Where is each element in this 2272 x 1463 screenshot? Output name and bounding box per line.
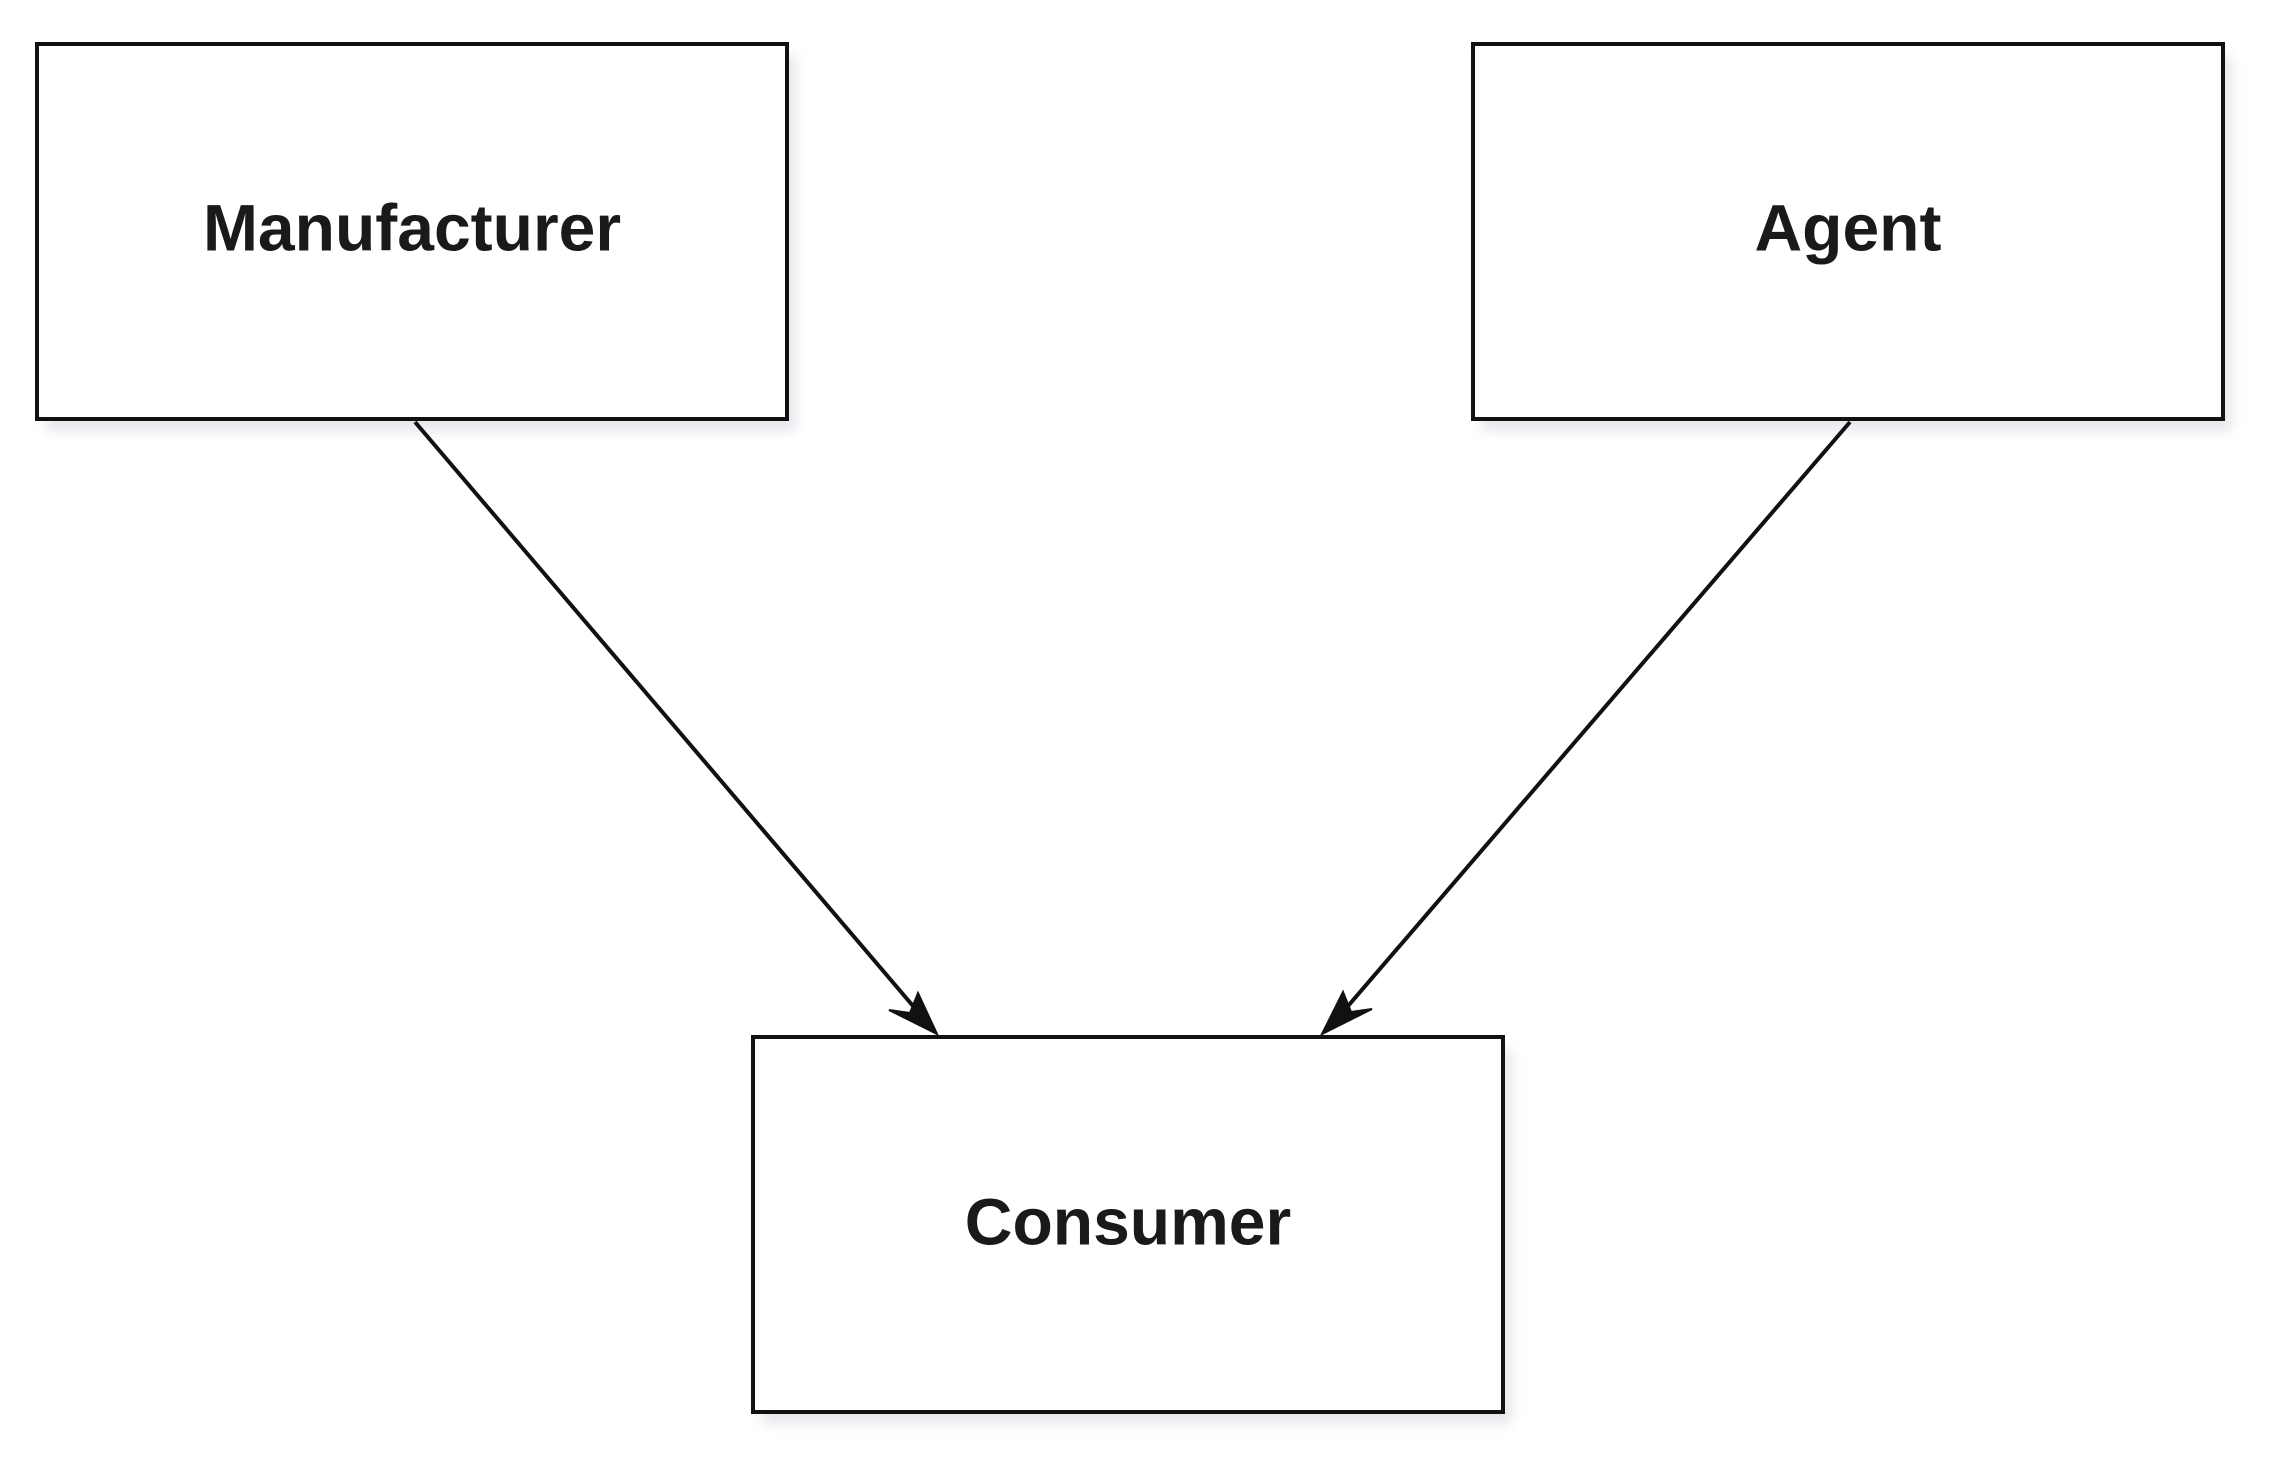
edge-line-manufacturer-consumer: [413, 420, 927, 1022]
edge-line-agent-consumer: [1334, 420, 1852, 1022]
node-label-consumer: Consumer: [965, 1184, 1291, 1258]
node-box-agent: [1471, 42, 2225, 421]
node-consumer[interactable]: Consumer: [751, 1035, 1505, 1414]
node-agent[interactable]: Agent: [1471, 42, 2225, 421]
edge-agent-consumer: [1319, 420, 1852, 1037]
node-manufacturer[interactable]: Manufacturer: [35, 42, 789, 421]
edge-manufacturer-consumer: [413, 420, 940, 1037]
arrowhead-manufacturer-consumer: [888, 990, 940, 1037]
node-label-manufacturer: Manufacturer: [203, 190, 621, 264]
arrowhead-agent-consumer: [1319, 989, 1373, 1037]
node-label-agent: Agent: [1755, 190, 1942, 264]
node-box-manufacturer: [35, 42, 789, 421]
node-box-consumer: [751, 1035, 1505, 1414]
